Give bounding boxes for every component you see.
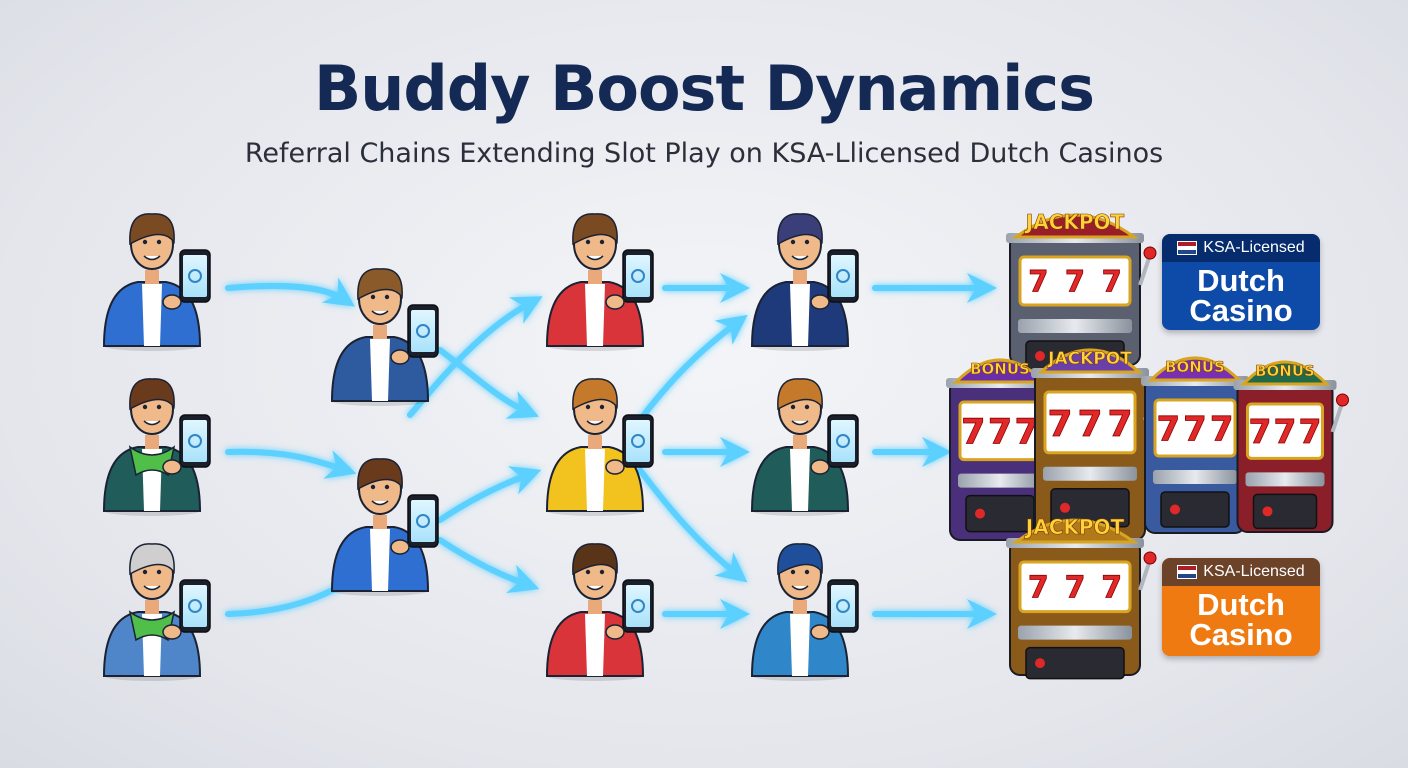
reel-symbol: 7	[1102, 265, 1122, 299]
phone-qr-screen-icon	[827, 579, 859, 633]
page-subtitle: Referral Chains Extending Slot Play on K…	[244, 138, 1164, 169]
phone-heart-screen-icon	[622, 579, 654, 633]
person-col3-bot	[545, 543, 654, 681]
reel-symbol: 7	[1065, 571, 1086, 606]
phone-fingerprint-screen-icon	[827, 414, 859, 468]
person-col4-bot	[750, 543, 859, 681]
slot-label: BONUS	[1255, 362, 1315, 380]
reel-symbol: 7	[1183, 409, 1207, 449]
slot-label: BONUS	[970, 360, 1030, 378]
badge-license-label: KSA-Licensed	[1203, 563, 1305, 580]
phone-chat-screen-icon	[622, 249, 654, 303]
phone-chat-screen-icon	[179, 579, 211, 633]
person-col2-top	[330, 268, 439, 406]
person-col3-top	[545, 213, 654, 351]
reel-symbol: 7	[1299, 412, 1322, 451]
reel-symbol: 7	[961, 412, 985, 452]
person-col1-mid	[102, 378, 211, 516]
reel-symbol: 7	[1101, 571, 1122, 606]
person-col4-mid	[750, 378, 859, 516]
casino-badge-blue: KSA-Licensed Dutch Casino	[1162, 234, 1320, 330]
person-col4-top	[750, 213, 859, 351]
person-col3-mid	[545, 378, 654, 516]
phone-dots-screen-icon	[407, 304, 439, 358]
reel-symbol: 7	[1065, 265, 1085, 299]
reel-symbol: 7	[1210, 409, 1234, 449]
casino-badge-orange: KSA-Licensed Dutch Casino	[1162, 558, 1320, 656]
slot-label: JACKPOT	[1024, 515, 1125, 539]
slot-label: BONUS	[1165, 358, 1225, 376]
reel-symbol: 7	[1077, 404, 1102, 445]
phone-heart-screen-icon	[407, 494, 439, 548]
people-layer	[102, 213, 859, 681]
referral-arrows	[225, 273, 997, 629]
reel-symbol: 7	[1249, 412, 1272, 451]
reel-symbol: 7	[1274, 412, 1297, 451]
phone-fingerprint-screen-icon	[827, 249, 859, 303]
phone-heart-screen-icon	[622, 414, 654, 468]
page-title: Buddy Boost Dynamics	[313, 52, 1095, 125]
slot-label: JACKPOT	[1047, 349, 1132, 369]
arrow-c3mid-to-c4bot	[637, 467, 748, 583]
badge-line1: Dutch	[1197, 587, 1285, 622]
reel-symbol: 7	[1047, 404, 1072, 445]
person-col1-top	[102, 213, 211, 351]
arrow-c2bot-to-c3mid	[437, 466, 542, 523]
badge-line2: Casino	[1189, 617, 1293, 652]
arrow-c2top-to-c3mid	[437, 347, 540, 419]
arrow-c2bot-to-c3bot	[437, 537, 540, 594]
phone-up-arrow-screen-icon	[179, 414, 211, 468]
arrow-c1top-to-c2top	[225, 277, 355, 307]
arrow-c1mid-to-c2bot	[225, 448, 357, 479]
slot-label: JACKPOT	[1024, 210, 1125, 234]
netherlands-flag-icon	[1177, 565, 1198, 579]
netherlands-flag-icon	[1177, 241, 1198, 255]
arrow-c3mid-to-c4top	[637, 314, 748, 423]
reel-symbol: 7	[1028, 571, 1049, 606]
reel-symbol: 7	[1028, 265, 1048, 299]
phone-chat-screen-icon	[179, 249, 211, 303]
badge-line2: Casino	[1189, 293, 1293, 328]
reel-symbol: 7	[988, 412, 1012, 452]
reel-symbol: 7	[1107, 404, 1132, 445]
reel-symbol: 7	[1156, 409, 1180, 449]
badge-license-label: KSA-Licensed	[1203, 239, 1305, 256]
person-col1-bot	[102, 543, 211, 681]
badge-line1: Dutch	[1197, 263, 1285, 298]
person-col2-bot	[330, 458, 439, 596]
